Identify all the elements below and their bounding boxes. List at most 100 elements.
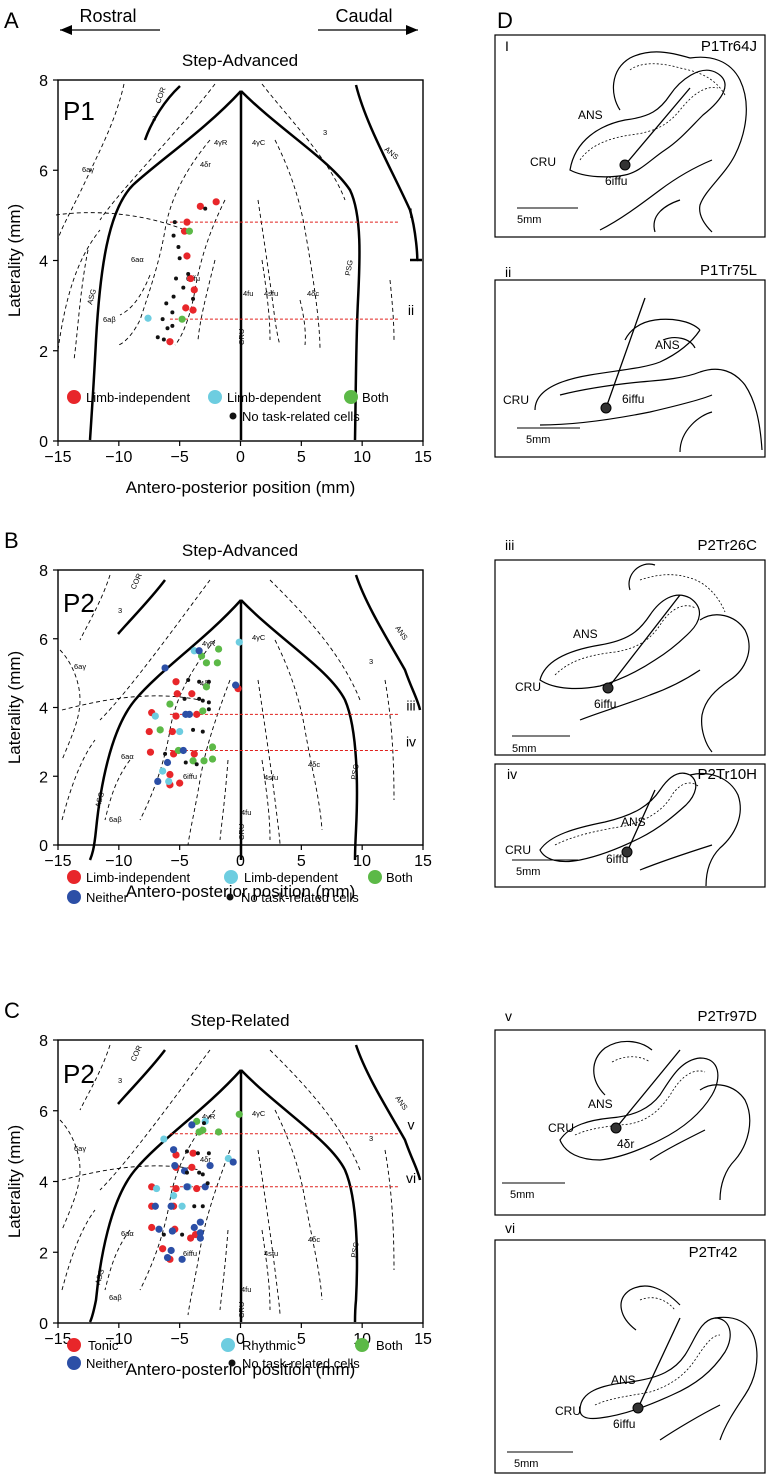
- svg-text:6aβ: 6aβ: [103, 315, 116, 324]
- legend-swatch: [229, 412, 237, 420]
- section-id: P2Tr97D: [698, 1008, 758, 1025]
- data-point: [184, 1149, 189, 1154]
- y-tick-label: 2: [39, 769, 48, 786]
- scale-bar-label: 5mm: [512, 743, 536, 755]
- svg-text:4sfu: 4sfu: [264, 1249, 278, 1258]
- track-label: vi: [406, 1170, 416, 1186]
- panel-b: B Step-Advanced P2: [4, 528, 432, 905]
- legend-swatch: [67, 890, 81, 904]
- panel-title: Step-Advanced: [182, 51, 298, 70]
- scale-bar-label: 5mm: [526, 434, 550, 446]
- data-point: [155, 335, 160, 340]
- svg-text:6aγ: 6aγ: [74, 1144, 86, 1153]
- monkey-label: P2: [63, 588, 95, 618]
- data-point: [160, 317, 165, 322]
- scale-bar-label: 5mm: [514, 1458, 538, 1470]
- sulcus-label-ans: ANS: [611, 1373, 636, 1387]
- data-point: [178, 1202, 186, 1210]
- legend-swatch: [67, 870, 81, 884]
- data-point: [163, 1253, 172, 1262]
- sulcus-label-cru: CRU: [515, 680, 541, 694]
- legend: Limb-independent Limb-dependent Both Nei…: [67, 870, 413, 905]
- x-axis-label: Antero-posterior position (mm): [126, 478, 356, 497]
- data-point: [200, 1204, 205, 1209]
- data-point: [160, 1135, 168, 1143]
- panel-a: A Step-Advanced P1: [4, 8, 432, 497]
- svg-text:CRU: CRU: [237, 329, 246, 345]
- svg-text:COR: COR: [129, 571, 144, 590]
- sulcus-label-cru: CRU: [505, 843, 531, 857]
- data-point: [145, 727, 153, 736]
- svg-text:6aα: 6aα: [121, 1229, 134, 1238]
- legend-label: Both: [386, 870, 413, 885]
- data-point: [190, 286, 198, 294]
- recording-site-icon: [619, 159, 631, 171]
- track-label: iii: [406, 697, 415, 713]
- data-point: [189, 1149, 197, 1157]
- rostral-label: Rostral: [79, 6, 136, 26]
- data-point: [195, 1128, 203, 1136]
- data-point: [181, 285, 186, 290]
- section-number: I: [505, 38, 509, 54]
- y-tick-label: 2: [39, 344, 48, 361]
- legend-swatch: [224, 870, 238, 884]
- data-point: [151, 712, 159, 720]
- track-label: iv: [406, 733, 416, 749]
- legend-swatch: [344, 390, 358, 404]
- data-point: [163, 751, 168, 756]
- brain-section-layer: [579, 63, 726, 161]
- data-point: [199, 707, 207, 715]
- legend-label: No task-related cells: [242, 1356, 360, 1371]
- right-arrow-icon: [406, 25, 418, 35]
- y-tick-label: 4: [39, 701, 48, 718]
- x-axis-label: Antero-posterior position (mm): [126, 1360, 356, 1379]
- legend-label: Neither: [86, 890, 129, 905]
- data-point: [169, 1192, 178, 1200]
- data-point: [191, 296, 196, 301]
- data-point: [212, 198, 220, 206]
- section-frame: [494, 1029, 766, 1216]
- data-point: [176, 779, 184, 787]
- target-label: 6iffu: [594, 697, 616, 711]
- legend-swatch: [221, 1338, 235, 1352]
- data-points: [144, 198, 220, 346]
- data-point: [206, 1151, 211, 1156]
- y-tick-label: 6: [39, 632, 48, 649]
- data-point: [183, 218, 191, 226]
- target-label: 4δr: [617, 1137, 634, 1151]
- data-point: [193, 1184, 201, 1193]
- electrode-track: [605, 297, 646, 409]
- data-point: [197, 696, 202, 701]
- svg-text:CRU: CRU: [237, 1302, 246, 1318]
- panel-d: D I P1Tr64J ANS CRU 6iffu 5mm: [494, 8, 766, 1474]
- data-point: [166, 338, 174, 346]
- y-tick-label: 6: [39, 1104, 48, 1121]
- recording-site-icon: [600, 402, 612, 414]
- svg-text:4δc: 4δc: [308, 760, 320, 769]
- track-lines: vvi: [169, 1117, 416, 1188]
- data-point: [200, 757, 208, 765]
- data-point: [172, 220, 177, 225]
- x-tick-label: 5: [297, 853, 306, 870]
- svg-text:4γC: 4γC: [252, 138, 266, 147]
- brain-section-outline: [534, 318, 763, 453]
- x-tick-label: 15: [414, 1331, 432, 1348]
- x-axis-label: Antero-posterior position (mm): [126, 882, 356, 901]
- legend-swatch: [67, 1338, 81, 1352]
- data-point: [172, 678, 180, 686]
- svg-text:PSG: PSG: [349, 1241, 361, 1258]
- svg-text:ANS: ANS: [393, 624, 409, 642]
- data-point: [192, 1204, 197, 1209]
- data-point: [190, 750, 198, 758]
- svg-text:6aβ: 6aβ: [109, 815, 122, 824]
- brain-section-outline: [539, 563, 750, 753]
- svg-text:4fu: 4fu: [243, 289, 253, 298]
- svg-text:3: 3: [118, 1076, 122, 1085]
- data-point: [173, 690, 181, 698]
- data-point: [187, 274, 195, 283]
- data-point: [177, 256, 182, 261]
- data-point: [152, 1184, 161, 1193]
- legend-swatch: [208, 390, 222, 404]
- data-point: [206, 679, 211, 684]
